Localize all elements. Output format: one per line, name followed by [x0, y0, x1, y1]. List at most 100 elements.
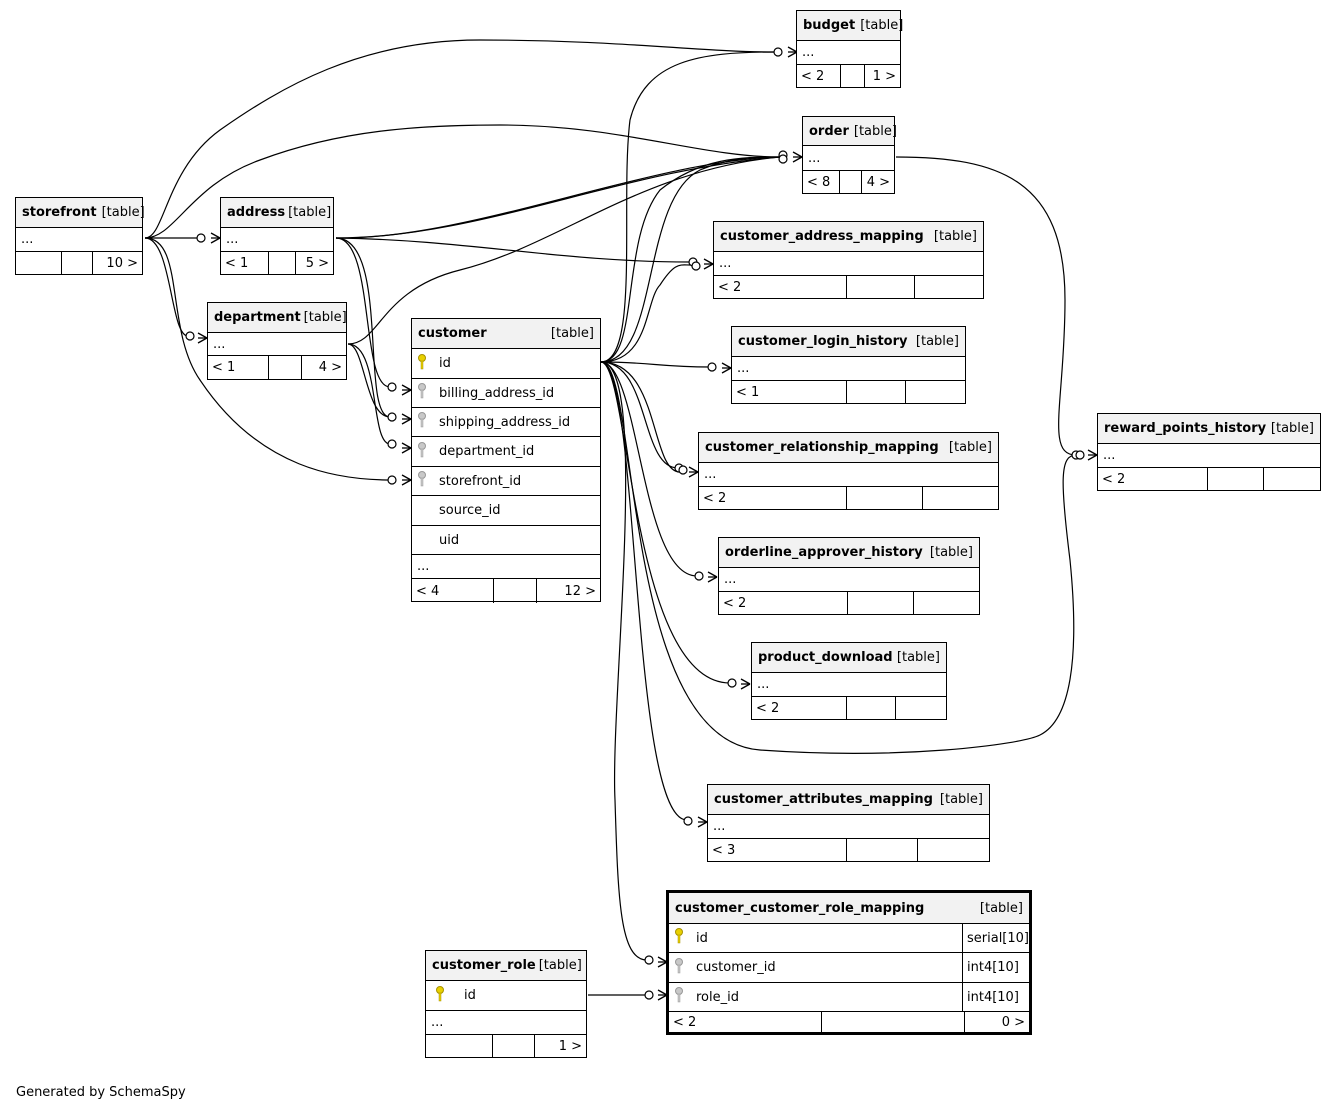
row-count-cell	[840, 171, 862, 193]
more-columns: ...	[412, 555, 600, 579]
table-orderline-approver-history[interactable]: orderline_approver_history [table] ... <…	[718, 537, 980, 615]
column-row[interactable]: id serial[10]	[669, 924, 1029, 953]
column-row[interactable]: id	[412, 349, 600, 379]
column-row[interactable]: department_id	[412, 437, 600, 467]
table-type: [table]	[1270, 421, 1314, 436]
row-count-cell	[847, 487, 923, 509]
child-count: 12 >	[564, 583, 596, 599]
table-footer: < 2 0 >	[669, 1012, 1029, 1032]
table-name: order	[809, 123, 849, 139]
foreign-key-icon	[417, 383, 439, 403]
parent-count: < 2	[752, 697, 847, 719]
more-columns: ...	[714, 252, 983, 276]
parent-count: < 2	[699, 487, 847, 509]
table-name: orderline_approver_history	[725, 545, 923, 560]
table-type: [table]	[550, 326, 594, 341]
column-row[interactable]: id	[426, 981, 586, 1011]
row-count-cell	[847, 839, 918, 861]
generator-credit: Generated by SchemaSpy	[16, 1085, 186, 1100]
edge-customer-oah	[600, 361, 698, 577]
edge-customer-budget	[600, 51, 776, 363]
row-count-cell	[493, 1035, 535, 1057]
table-name: customer_relationship_mapping	[705, 440, 939, 455]
table-department[interactable]: department [table] ... < 1 4 >	[207, 302, 347, 380]
column-name: id	[439, 356, 451, 371]
table-storefront[interactable]: storefront [table] ... 10 >	[15, 197, 145, 275]
row-count-cell	[269, 252, 296, 274]
column-name: role_id	[696, 989, 739, 1005]
edge-customer-order-a	[600, 156, 781, 363]
table-type: [table]	[288, 205, 332, 220]
table-customer-attributes-mapping[interactable]: customer_attributes_mapping [table] ... …	[707, 784, 990, 862]
column-row[interactable]: billing_address_id	[412, 379, 600, 408]
child-count-cell	[915, 276, 983, 298]
row-count-cell	[847, 381, 906, 403]
table-header: customer_login_history [table]	[732, 327, 965, 357]
table-product-download[interactable]: product_download [table] ... < 2	[751, 642, 947, 720]
table-header: customer [table]	[412, 319, 600, 349]
table-header: customer_address_mapping [table]	[714, 222, 983, 252]
row-count-cell	[841, 65, 865, 87]
column-name: customer_id	[696, 960, 776, 975]
edge-department-order	[347, 156, 781, 345]
table-name: customer_customer_role_mapping	[675, 900, 925, 916]
edge-storefront-order	[144, 124, 781, 239]
column-type: int4[10]	[962, 953, 1029, 982]
column-row[interactable]: role_id int4[10]	[669, 983, 1029, 1012]
table-type: [table]	[948, 440, 992, 455]
more-columns: ...	[719, 568, 979, 592]
row-count-cell	[494, 579, 537, 603]
column-name: shipping_address_id	[439, 414, 571, 430]
table-header: customer_customer_role_mapping [table]	[669, 893, 1029, 924]
row-count-cell	[847, 697, 896, 719]
row-count-cell	[269, 356, 302, 379]
parent-count: < 2	[714, 276, 847, 298]
column-row[interactable]: uid	[412, 526, 600, 555]
table-header: orderline_approver_history [table]	[719, 538, 979, 568]
table-footer: < 2	[752, 697, 946, 719]
table-reward-points-history[interactable]: reward_points_history [table] ... < 2	[1097, 413, 1321, 491]
table-budget[interactable]: budget [table] ... < 2 1 >	[796, 10, 903, 88]
column-name: id	[696, 930, 708, 946]
table-customer-relationship-mapping[interactable]: customer_relationship_mapping [table] ..…	[698, 432, 999, 510]
table-header: customer_attributes_mapping [table]	[708, 785, 989, 815]
table-footer: < 2 1 >	[797, 65, 900, 87]
column-row[interactable]: shipping_address_id	[412, 408, 600, 437]
table-footer: 1 >	[426, 1035, 586, 1057]
table-footer: < 2	[719, 592, 979, 614]
child-count-cell	[906, 381, 965, 403]
table-name: customer_login_history	[738, 334, 908, 349]
column-row[interactable]: storefront_id	[412, 467, 600, 496]
table-customer-role[interactable]: customer_role [table] id ... 1 >	[425, 950, 587, 1058]
table-footer: < 3	[708, 839, 989, 861]
table-type: [table]	[939, 792, 983, 807]
column-type: int4[10]	[962, 983, 1029, 1011]
table-type: [table]	[853, 123, 897, 139]
table-order[interactable]: order [table] ... < 8 4 >	[802, 116, 897, 194]
parent-count: < 2	[797, 65, 841, 87]
row-count-cell	[822, 1012, 965, 1032]
table-customer-address-mapping[interactable]: customer_address_mapping [table] ... < 2	[713, 221, 984, 299]
table-customer-login-history[interactable]: customer_login_history [table] ... < 1	[731, 326, 966, 404]
column-name: department_id	[439, 444, 535, 459]
more-columns: ...	[708, 815, 989, 839]
table-header: budget [table]	[797, 11, 903, 41]
more-columns: ...	[208, 333, 346, 356]
edge-customer-crm-b	[600, 361, 681, 473]
column-row[interactable]: customer_id int4[10]	[669, 953, 1029, 983]
table-header: customer_role [table]	[426, 951, 586, 981]
edge-department-shipping	[347, 343, 391, 418]
column-row[interactable]: source_id	[412, 496, 600, 526]
child-count: 4 >	[866, 174, 890, 190]
table-customer[interactable]: customer [table] id billing_address_id s…	[411, 318, 601, 603]
edge-storefront-budget	[144, 39, 776, 239]
child-count: 10 >	[106, 255, 138, 271]
table-customer-customer-role-mapping[interactable]: customer_customer_role_mapping [table] i…	[666, 890, 1032, 1035]
child-count-cell	[923, 487, 998, 509]
child-count: 5 >	[305, 255, 329, 271]
table-address[interactable]: address [table] ... < 1 5 >	[220, 197, 334, 275]
table-type: [table]	[933, 229, 977, 244]
table-type: [table]	[303, 310, 347, 325]
parent-count: < 2	[719, 592, 848, 614]
